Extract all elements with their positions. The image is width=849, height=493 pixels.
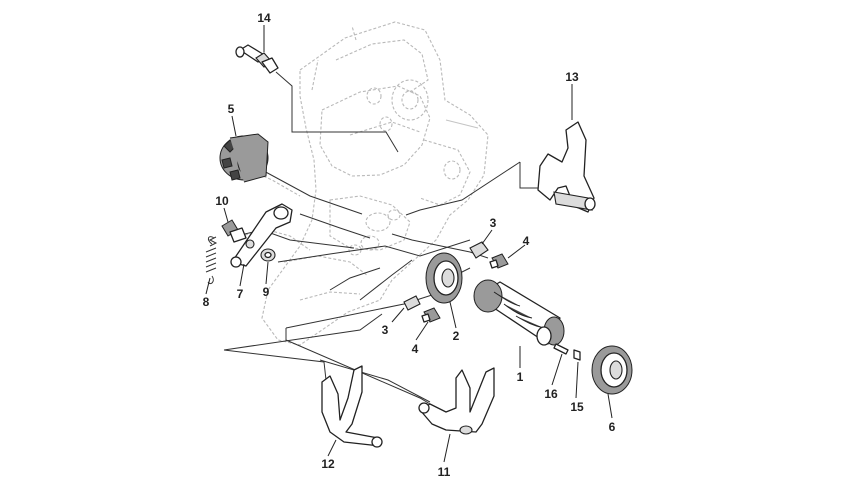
callout-3-lower: 3 <box>382 323 389 337</box>
part-15-pin <box>573 349 581 361</box>
callout-labels: 14 13 5 10 3 4 8 7 9 2 3 4 1 16 15 6 12 … <box>203 11 616 479</box>
part-1-shift-drum <box>473 279 565 346</box>
part-6-bearing <box>591 345 633 395</box>
part-16-pin <box>553 343 569 355</box>
callout-14: 14 <box>257 11 271 25</box>
callout-5: 5 <box>228 102 235 116</box>
callout-13: 13 <box>565 70 579 84</box>
part-4-screw-upper <box>489 253 509 269</box>
callout-2: 2 <box>453 329 460 343</box>
callout-12: 12 <box>321 457 335 471</box>
callout-10: 10 <box>215 194 229 208</box>
callout-1: 1 <box>517 370 524 384</box>
part-13-shift-fork <box>537 121 596 213</box>
callout-16: 16 <box>544 387 558 401</box>
part-3-lock-plate-upper <box>469 241 489 259</box>
callout-11: 11 <box>438 465 451 479</box>
part-12-shift-fork <box>321 365 383 448</box>
callout-15: 15 <box>570 400 584 414</box>
part-8-spring <box>205 236 218 285</box>
callout-3-upper: 3 <box>490 216 497 230</box>
callout-ticks <box>205 25 613 463</box>
assembly-leader-lines <box>223 71 545 411</box>
callout-6: 6 <box>609 420 616 434</box>
callout-7: 7 <box>237 287 244 301</box>
callout-8: 8 <box>203 295 210 309</box>
callout-4-lower: 4 <box>412 342 419 356</box>
callout-9: 9 <box>263 285 270 299</box>
part-14-bolt <box>235 44 279 74</box>
callout-4-upper: 4 <box>523 234 530 248</box>
part-2-bearing <box>425 252 463 304</box>
crankcase-ghost-outline <box>239 21 489 346</box>
part-3-lock-plate-lower <box>403 295 421 311</box>
part-11-shift-fork <box>418 367 495 435</box>
part-10-bolt <box>221 219 247 243</box>
part-9-washer <box>260 248 276 262</box>
part-4-screw-lower <box>421 307 441 323</box>
part-7-stopper-lever <box>230 203 293 268</box>
part-5-drum-segment <box>219 133 269 183</box>
